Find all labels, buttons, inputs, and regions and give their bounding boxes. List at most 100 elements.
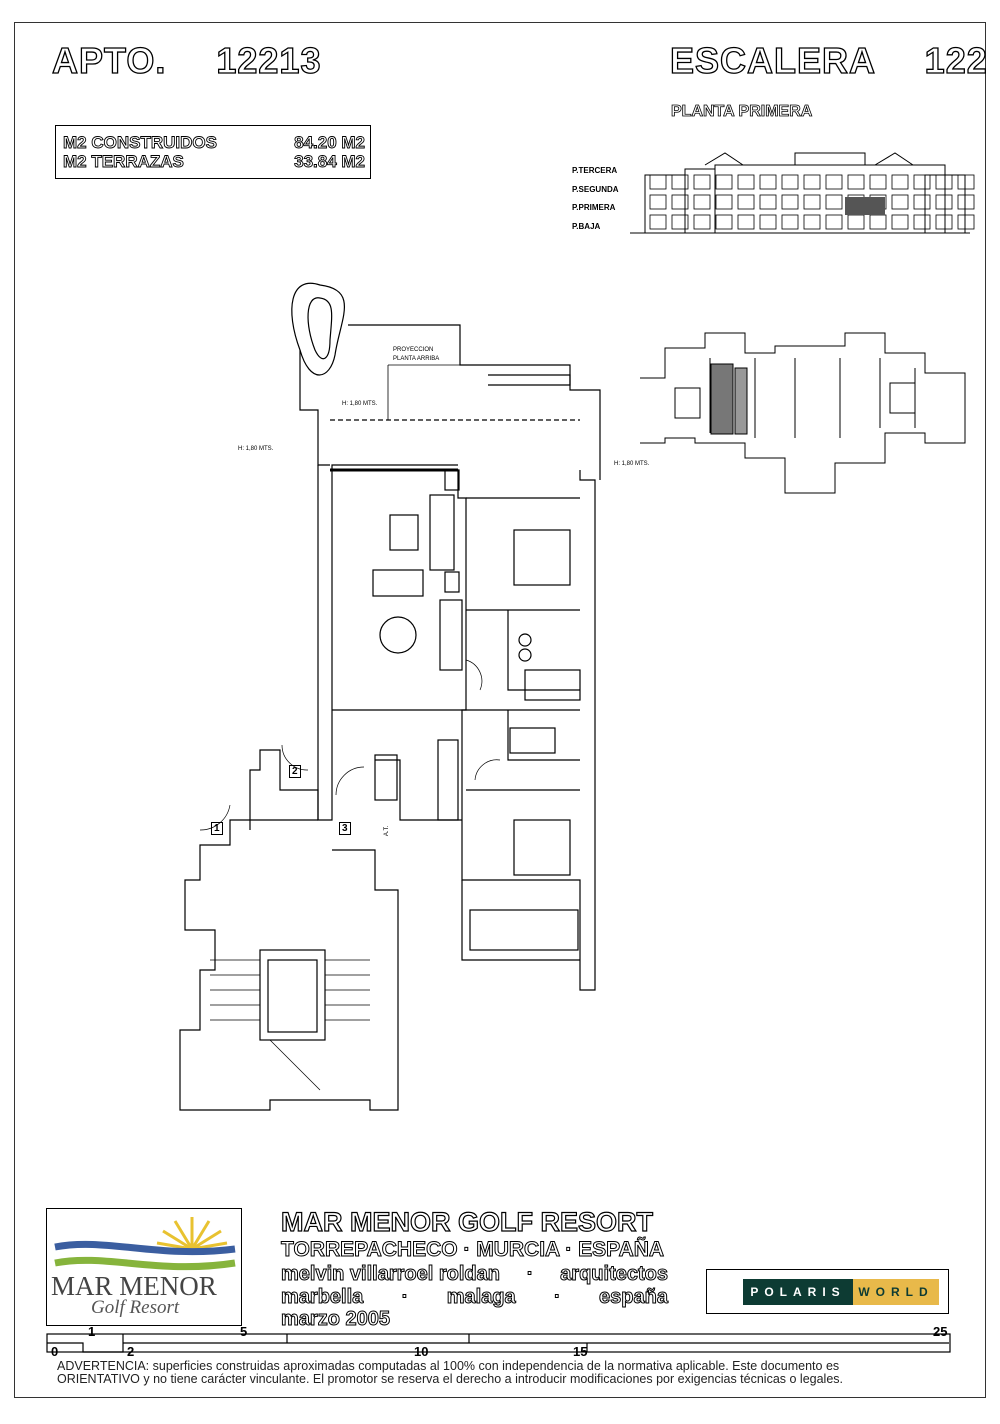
disclaimer-line: ADVERTENCIA: superficies construidas apr… [57,1359,840,1373]
elevation-window [693,194,711,210]
polaris-world-logo: POLARIS WORLD [706,1269,949,1314]
elevation-window [957,174,975,190]
height-label: H: 1,80 MTS. [342,401,378,407]
page-frame [14,22,986,1398]
elevation-window [957,194,975,210]
elevation-window [935,174,953,190]
disclaimer: ADVERTENCIA: superficies construidas apr… [57,1360,843,1386]
elevation-window [715,214,733,230]
elevation-window [671,214,689,230]
elevation-window [847,214,865,230]
elevation-window [693,214,711,230]
floor-name: PLANTA PRIMERA [671,103,813,121]
elevation-window [869,174,887,190]
door-number: 2 [289,765,301,778]
brand-dark: POLARIS [743,1279,853,1305]
floor-plan [179,282,601,1111]
elevation-window [847,174,865,190]
highlighted-apartment [845,197,885,215]
logo-title: MAR MENOR [51,1271,217,1301]
elevation-window [825,194,843,210]
level-label: P.PRIMERA [572,203,616,212]
elevation-window [649,194,667,210]
height-label: H: 1,80 MTS. [614,461,650,467]
projection-note: PROYECCION PLANTA ARRIBA [393,346,439,364]
elevation-window [759,194,777,210]
appliance-label: A.T. [384,825,391,837]
country: españa [599,1286,669,1309]
city-line: marbella · malaga · españa [280,1286,669,1309]
level-label: P.BAJA [572,222,601,231]
architect-role: arquitectos [560,1263,669,1286]
elevation-window [803,174,821,190]
architect-line: melvin villarroel roldan · arquitectos [281,1263,669,1286]
elevation-window [913,214,931,230]
architect-name: melvin villarroel roldan [281,1263,501,1286]
logo-subtitle: Golf Resort [91,1297,180,1318]
area-label: M2 TERRAZAS [63,152,185,172]
elevation-window [781,194,799,210]
elevation-window [759,214,777,230]
elevation-window [671,194,689,210]
separator: · [401,1286,409,1309]
elevation-window [935,194,953,210]
elevation-window [715,194,733,210]
elevation-window [715,174,733,190]
scale-label: 5 [240,1324,248,1339]
door-number: 1 [211,822,223,835]
elevation-window [803,194,821,210]
location-plan [640,332,966,494]
elevation-window [737,214,755,230]
disclaimer-line: ORIENTATIVO y no tiene carácter vinculan… [57,1372,844,1386]
elevation-window [935,214,953,230]
elevation-window [869,214,887,230]
elevation-window [693,174,711,190]
date: marzo 2005 [281,1308,391,1331]
door-number: 3 [339,822,351,835]
resort-location: TORREPACHECO · MURCIA · ESPAÑA [280,1238,665,1262]
elevation-window [781,174,799,190]
elevation-window [737,174,755,190]
scale-label: 1 [88,1324,96,1339]
staircase-number: ESCALERA 122 [669,39,988,81]
area-value: 84.20 M2 [294,133,366,153]
elevation-window [891,174,909,190]
area-terrace: M2 TERRAZAS 33.84 M2 [63,152,366,172]
scale-label: 0 [51,1344,59,1359]
city: marbella [280,1286,364,1309]
elevation-window [803,214,821,230]
area-label: M2 CONSTRUIDOS [63,133,218,153]
scale-label: 25 [933,1324,948,1339]
separator: · [554,1286,562,1309]
elevation-window [913,194,931,210]
elevation-window [759,174,777,190]
elevation-window [671,174,689,190]
elevation-window [825,214,843,230]
elevation-window [891,194,909,210]
scale-bar [46,1333,951,1353]
elevation-window [737,194,755,210]
area-built: M2 CONSTRUIDOS 84.20 M2 [63,133,366,153]
brand-gold: WORLD [853,1279,939,1305]
elevation-window [825,174,843,190]
scale-label: 10 [414,1344,429,1359]
level-label: P.TERCERA [572,166,618,175]
height-label: H: 1,80 MTS. [238,446,274,452]
elevation-window [891,214,909,230]
areas-box: M2 CONSTRUIDOS 84.20 M2 M2 TERRAZAS 33.84 … [55,125,371,179]
area-value: 33.84 M2 [294,152,366,172]
building-elevation [630,152,975,234]
scale-label: 2 [127,1344,135,1359]
separator: · [526,1263,534,1286]
level-label: P.SEGUNDA [572,185,619,194]
scale-label: 15 [573,1344,588,1359]
elevation-window [781,214,799,230]
note-line: PROYECCION [393,347,434,353]
apartment-number: APTO. 12213 [51,39,322,81]
elevation-window [913,174,931,190]
elevation-window [649,174,667,190]
elevation-window [649,214,667,230]
elevation-window [957,214,975,230]
highlighted-apartment [710,363,734,435]
city: malaga [446,1286,516,1309]
